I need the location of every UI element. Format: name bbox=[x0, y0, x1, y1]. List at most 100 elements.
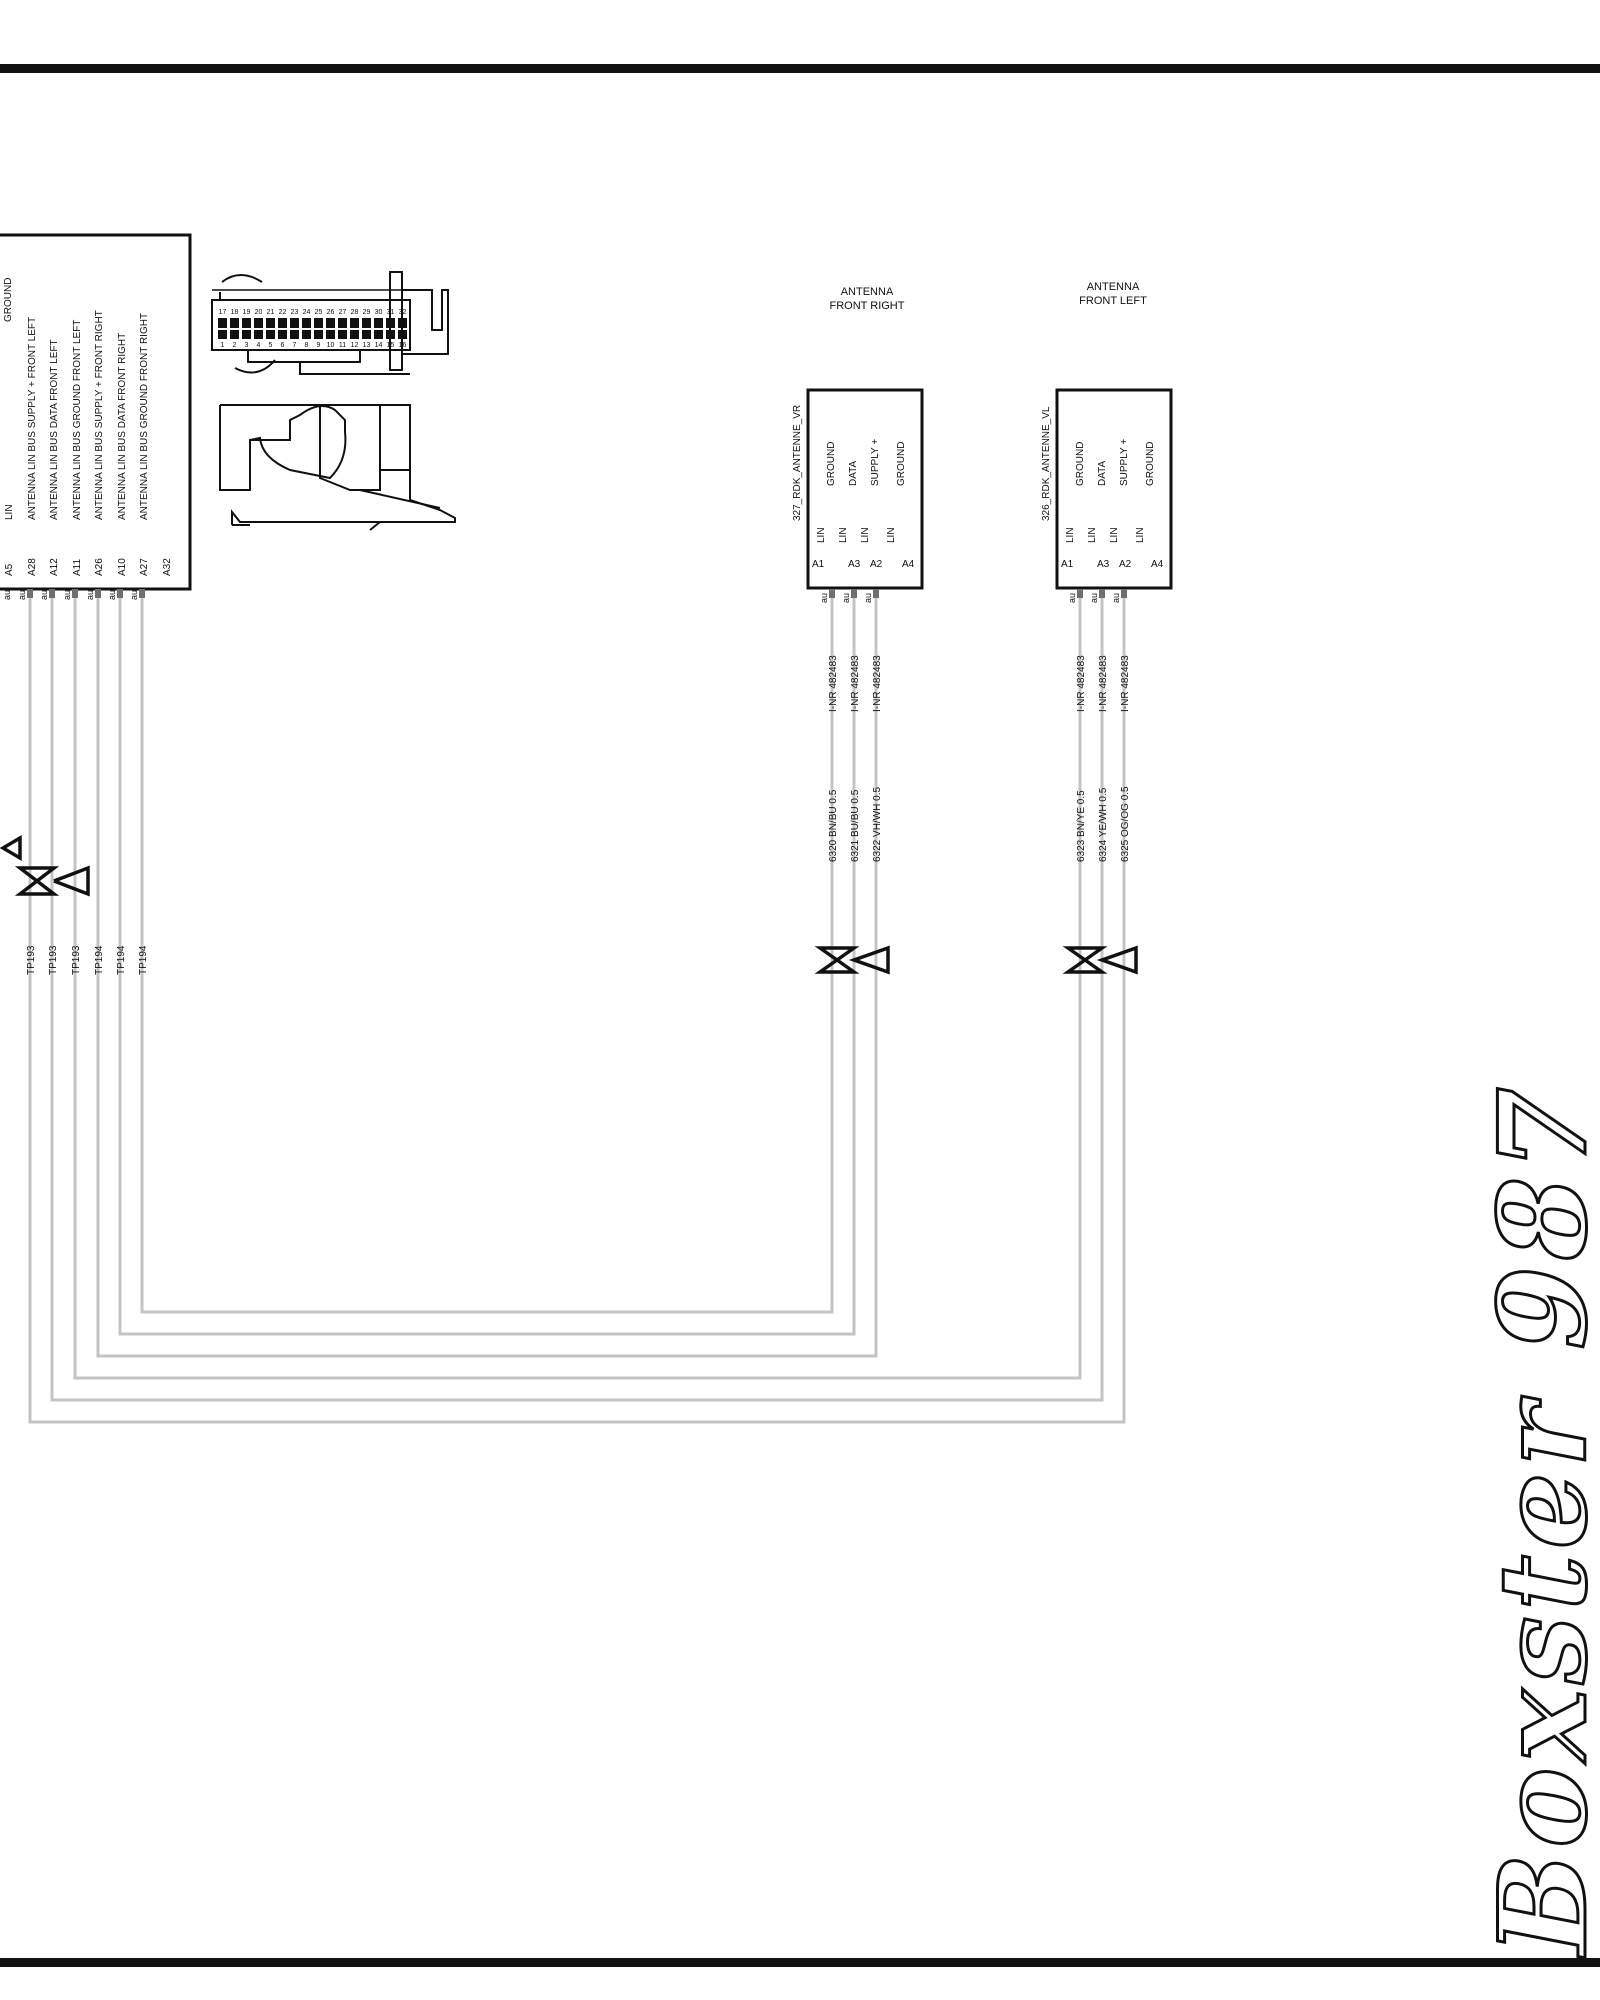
connector-number-top-2: 18 bbox=[231, 309, 239, 316]
antenna_right-terminal-mark-1: au bbox=[819, 593, 829, 603]
module-terminal-5 bbox=[117, 589, 123, 598]
antenna_right-terminal-mark-3: au bbox=[863, 593, 873, 603]
module-terminal-3 bbox=[72, 589, 78, 598]
tp-label-3: TP193 bbox=[71, 945, 82, 975]
connector-cavity-bottom-9 bbox=[314, 330, 323, 339]
module-function-A10: ANTENNA LIN BUS DATA FRONT RIGHT bbox=[117, 333, 128, 520]
antenna-left-connector-symbol bbox=[1062, 945, 1138, 975]
antenna_right-wire-code-2: 6321 BU/BU 0.5 bbox=[850, 789, 861, 862]
connector-number-bottom-1: 1 bbox=[221, 342, 225, 349]
connector-number-top-14: 30 bbox=[375, 309, 383, 316]
connector-number-top-4: 20 bbox=[255, 309, 263, 316]
module-terminal-mark-3: au bbox=[62, 590, 72, 600]
antenna_right-pin-A4: A4 bbox=[902, 559, 915, 570]
antenna-front-left: ANTENNA FRONT LEFT 326_RDK_ANTENNE_VL GR… bbox=[1041, 281, 1173, 603]
connector-cavity-bottom-7 bbox=[290, 330, 299, 339]
wire-harness bbox=[28, 590, 1126, 1424]
connector-cavity-top-3 bbox=[242, 318, 251, 328]
module-function-A27: ANTENNA LIN BUS GROUND FRONT RIGHT bbox=[139, 313, 150, 520]
connector-cavity-top-10 bbox=[326, 318, 335, 328]
antenna_left-function-2: DATA bbox=[1097, 460, 1108, 486]
antenna_left-lin-2: LIN bbox=[1087, 527, 1098, 543]
connector-number-top-8: 24 bbox=[303, 309, 311, 316]
antenna_right-pin-A2: A2 bbox=[870, 559, 883, 570]
module-function-A5: LIN bbox=[4, 504, 15, 520]
antenna-left-box bbox=[1055, 388, 1173, 590]
connector-number-bottom-10: 10 bbox=[327, 342, 335, 349]
boxster-logo-text: Boxster 987 bbox=[1473, 1081, 1600, 1958]
connector-cavity-bottom-10 bbox=[326, 330, 335, 339]
connector-cavity-bottom-15 bbox=[386, 330, 395, 339]
wire-path-3 bbox=[73, 590, 1082, 1380]
antenna_left-terminal-mark-1: au bbox=[1067, 593, 1077, 603]
connector-cavity-top-7 bbox=[290, 318, 299, 328]
connector-cavity-bottom-8 bbox=[302, 330, 311, 339]
module-terminal-mark-2: au bbox=[39, 590, 49, 600]
antenna_left-terminal-1 bbox=[1077, 589, 1083, 598]
antenna_left-pin-A4: A4 bbox=[1151, 559, 1164, 570]
connector-cavity-bottom-3 bbox=[242, 330, 251, 339]
antenna_left-pin-A3: A3 bbox=[1097, 559, 1110, 570]
module-function-A11: ANTENNA LIN BUS GROUND FRONT LEFT bbox=[72, 320, 83, 520]
connector-cavity-bottom-5 bbox=[266, 330, 275, 339]
connector-number-bottom-8: 8 bbox=[305, 342, 309, 349]
antenna_left-wire-ref-1: I-NR 482483 bbox=[1076, 655, 1087, 712]
antenna_left-terminal-3 bbox=[1121, 589, 1127, 598]
connector-cavity-top-5 bbox=[266, 318, 275, 328]
top-border-line bbox=[0, 64, 1600, 73]
inline-connector-symbols bbox=[0, 834, 1138, 975]
antenna_left-pin-A2: A2 bbox=[1119, 559, 1132, 570]
module-top-ground-label: GROUND bbox=[3, 278, 14, 322]
connector-number-top-11: 27 bbox=[339, 309, 347, 316]
antenna-left-title-1: ANTENNA bbox=[1087, 281, 1140, 293]
module-pin-A28: A28 bbox=[27, 558, 38, 576]
connector-cavity-bottom-12 bbox=[350, 330, 359, 339]
antenna_left-lin-4: LIN bbox=[1135, 527, 1146, 543]
connector-cavity-top-16 bbox=[398, 318, 407, 328]
connector-number-bottom-16: 16 bbox=[399, 342, 407, 349]
connector-cavity-bottom-13 bbox=[362, 330, 371, 339]
connector-cavity-top-11 bbox=[338, 318, 347, 328]
bottom-border-line bbox=[0, 1958, 1600, 1967]
connector-number-top-6: 22 bbox=[279, 309, 287, 316]
connector-cavity-top-14 bbox=[374, 318, 383, 328]
antenna_right-lin-2: LIN bbox=[838, 527, 849, 543]
antenna_left-terminal-mark-2: au bbox=[1089, 593, 1099, 603]
antenna_left-function-3: SUPPLY + bbox=[1119, 439, 1130, 486]
wire-path-1 bbox=[28, 590, 1126, 1424]
antenna_right-pin-A3: A3 bbox=[848, 559, 861, 570]
tp-label-2: TP193 bbox=[48, 945, 59, 975]
connector-number-top-3: 19 bbox=[243, 309, 251, 316]
antenna_right-pin-A1: A1 bbox=[812, 559, 825, 570]
connector-number-top-9: 25 bbox=[315, 309, 323, 316]
connector-number-top-12: 28 bbox=[351, 309, 359, 316]
connector-number-bottom-5: 5 bbox=[269, 342, 273, 349]
antenna_right-function-1: GROUND bbox=[826, 442, 837, 486]
control-module-box bbox=[0, 233, 192, 591]
antenna_right-wire-code-1: 6320 BN/BU 0.5 bbox=[828, 789, 839, 862]
connector-cavity-bottom-6 bbox=[278, 330, 287, 339]
connector-cavity-top-1 bbox=[218, 318, 227, 328]
connector-pin-grid: 1711821932042152262372482592610271128122… bbox=[218, 309, 407, 349]
connector-cavity-top-6 bbox=[278, 318, 287, 328]
antenna_left-wire-ref-3: I-NR 482483 bbox=[1120, 655, 1131, 712]
antenna-front-right: ANTENNA FRONT RIGHT 327_RDK_ANTENNE_VR G… bbox=[792, 286, 924, 603]
wire-path-4 bbox=[96, 590, 878, 1358]
module-pin-A11: A11 bbox=[72, 559, 83, 576]
antenna_left-function-4: GROUND bbox=[1145, 442, 1156, 486]
boxster-logo: Boxster 987 bbox=[1472, 1080, 1600, 1960]
connector-number-bottom-4: 4 bbox=[257, 342, 261, 349]
antenna_left-terminal-mark-3: au bbox=[1111, 593, 1121, 603]
antenna_right-wire-ref-1: I-NR 482483 bbox=[828, 655, 839, 712]
antenna_right-wire-ref-3: I-NR 482483 bbox=[872, 655, 883, 712]
tp-label-4: TP194 bbox=[94, 945, 105, 975]
module-terminal-mark-5: au bbox=[107, 590, 117, 600]
connector-number-bottom-14: 14 bbox=[375, 342, 383, 349]
module-pin-A26: A26 bbox=[94, 558, 105, 576]
connector-cavity-top-12 bbox=[350, 318, 359, 328]
antenna_left-terminal-2 bbox=[1099, 589, 1105, 598]
connector-cavity-top-2 bbox=[230, 318, 239, 328]
